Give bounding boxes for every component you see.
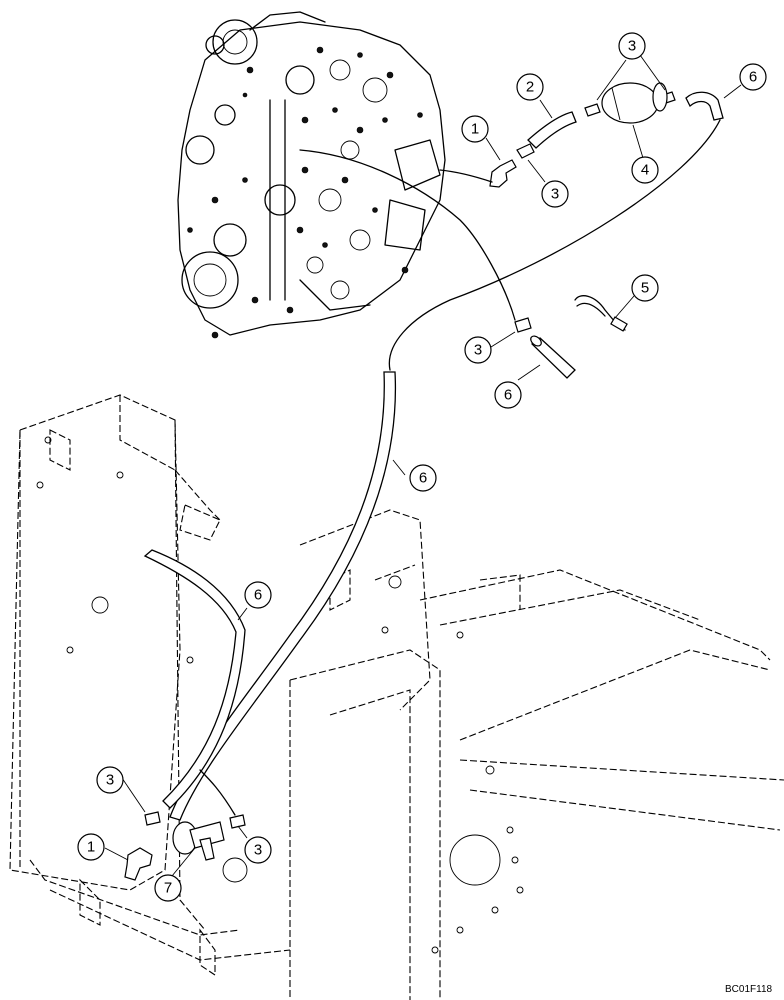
elbow-fitting-top: [489, 159, 517, 188]
svg-text:6: 6: [504, 387, 512, 404]
callout-6-long-hose: 6: [409, 464, 437, 492]
svg-text:3: 3: [628, 38, 636, 55]
callout-1-lower: 1: [77, 833, 105, 861]
svg-text:2: 2: [526, 79, 534, 96]
svg-text:6: 6: [254, 587, 262, 604]
engine-illustration: [177, 11, 446, 339]
callout-3-lower-right: 3: [244, 836, 272, 864]
callout-3-top-left: 3: [541, 180, 569, 208]
fuel-filter: [601, 82, 668, 124]
short-hose-2: [527, 111, 577, 149]
svg-text:3: 3: [106, 772, 114, 789]
svg-text:6: 6: [419, 470, 427, 487]
svg-text:1: 1: [87, 839, 95, 856]
svg-text:3: 3: [474, 342, 482, 359]
callout-6-top: 6: [739, 63, 767, 91]
callout-7: 7: [154, 874, 182, 902]
svg-text:5: 5: [641, 280, 649, 297]
callout-1-top: 1: [461, 115, 489, 143]
callout-6-middle: 6: [494, 381, 522, 409]
svg-text:4: 4: [641, 162, 649, 179]
hose-6-top: [685, 91, 724, 121]
fuel-line-long: [388, 119, 721, 371]
hose-clamp-middle: [514, 317, 532, 333]
figure-reference: BC01F118: [725, 984, 773, 995]
hose-clamp-lower-right: [229, 814, 246, 829]
hose-clamp-top-left: [516, 143, 535, 159]
svg-text:3: 3: [551, 186, 559, 203]
hose-clamp-filter-left: [584, 103, 601, 117]
callout-6-bent-hose: 6: [244, 581, 272, 609]
hose-6-bent: [143, 549, 246, 809]
svg-text:1: 1: [471, 121, 479, 138]
callout-2: 2: [516, 73, 544, 101]
svg-text:6: 6: [749, 69, 757, 86]
callout-3-lower-left: 3: [96, 766, 124, 794]
svg-text:3: 3: [254, 842, 262, 859]
fuel-line-engine: [299, 149, 516, 321]
callout-4: 4: [631, 156, 659, 184]
callout-5: 5: [631, 274, 659, 302]
leader-lines: [104, 54, 742, 877]
svg-text:7: 7: [164, 880, 172, 897]
elbow-fitting-lower: [124, 847, 153, 881]
cable-tie: [574, 295, 628, 332]
callout-3-top-right: 3: [618, 32, 646, 60]
tee-fitting: [172, 821, 225, 861]
hose-clamp-lower-left: [144, 811, 161, 826]
engine-detail-marks: [187, 46, 423, 339]
callout-3-middle: 3: [464, 336, 492, 364]
loader-frame: [9, 394, 784, 1000]
